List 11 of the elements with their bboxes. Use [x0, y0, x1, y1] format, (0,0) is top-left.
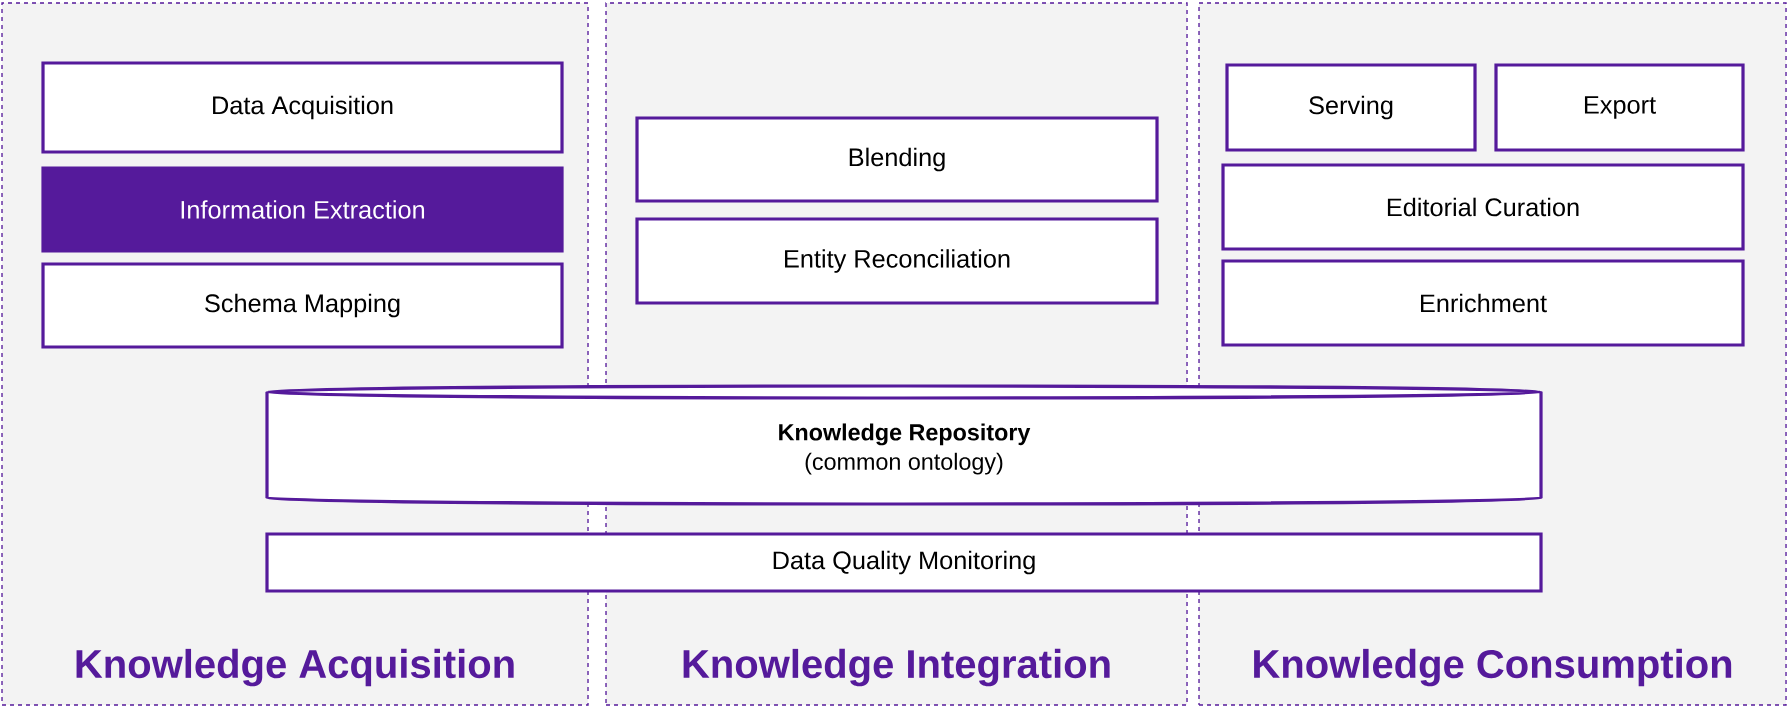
- process-box: Data Acquisition: [41, 61, 564, 154]
- process-box: Entity Reconciliation: [635, 217, 1159, 305]
- process-box: Enrichment: [1221, 259, 1745, 347]
- process-box: Blending: [635, 116, 1159, 203]
- process-box: Editorial Curation: [1221, 163, 1745, 251]
- process-box: Export: [1494, 63, 1745, 152]
- process-box: Information Extraction: [41, 166, 564, 253]
- process-box: Data Quality Monitoring: [265, 532, 1543, 593]
- repository-cylinder: Knowledge Repository (common ontology): [265, 384, 1543, 506]
- process-box: Serving: [1225, 63, 1477, 152]
- process-box: Schema Mapping: [41, 262, 564, 349]
